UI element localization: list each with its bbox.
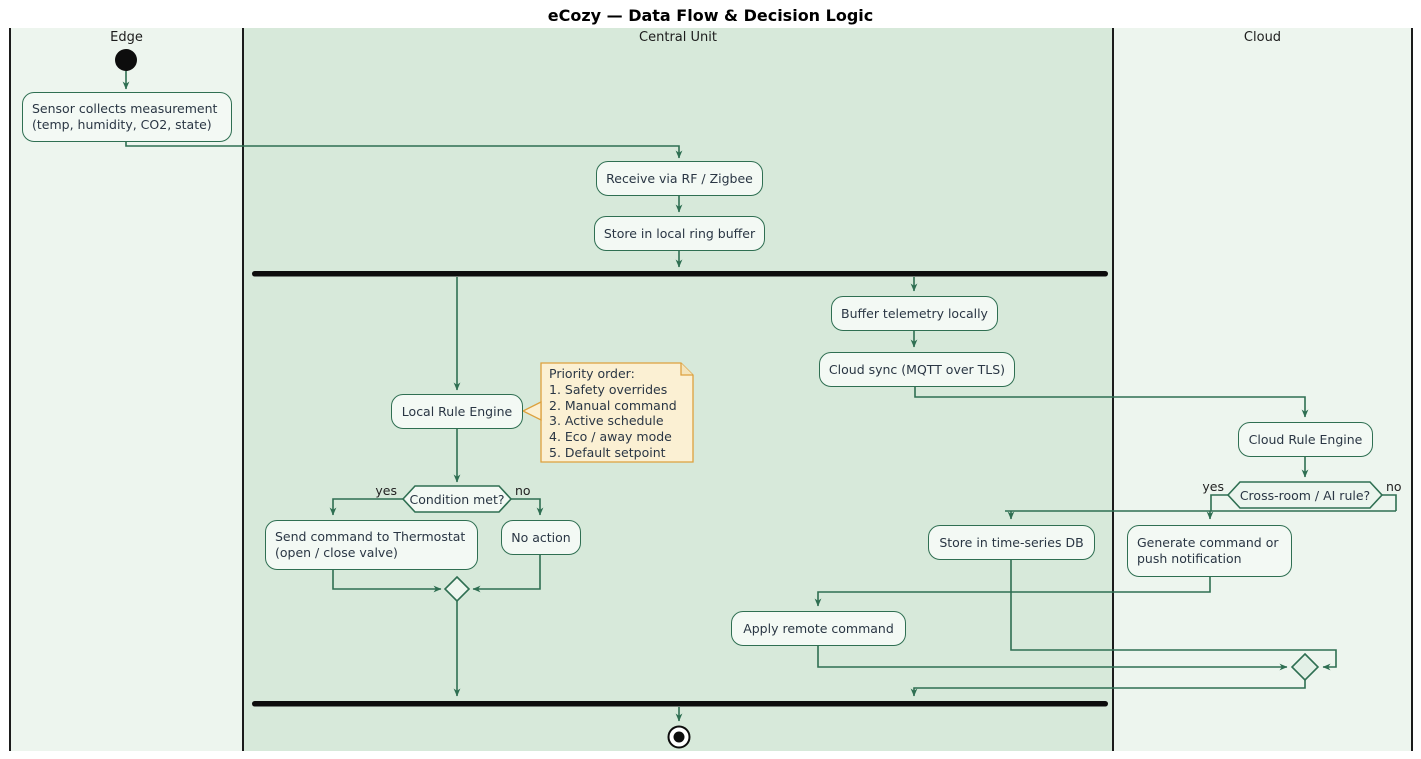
diagram-title: eCozy — Data Flow & Decision Logic xyxy=(547,6,874,25)
activity-apply-remote-command: Apply remote command xyxy=(731,611,906,646)
priority-note: Priority order: 1. Safety overrides 2. M… xyxy=(549,366,677,461)
arrow-condition-yes-to-send xyxy=(329,498,403,516)
fork-bar xyxy=(252,271,1108,277)
activity-sensor-line2: (temp, humidity, CO2, state) xyxy=(32,117,212,132)
decision-crossroom-question: Cross-room / AI rule? xyxy=(1239,487,1371,503)
activity-cloud-sync: Cloud sync (MQTT over TLS) xyxy=(819,352,1015,387)
merge-diamond-right xyxy=(1290,652,1320,682)
activity-buffer-telemetry-label: Buffer telemetry locally xyxy=(841,305,988,321)
note-fold-corner xyxy=(680,363,693,376)
arrow-storedb-to-merge2 xyxy=(1010,560,1337,671)
activity-cloud-sync-label: Cloud sync (MQTT over TLS) xyxy=(828,361,1006,377)
activity-apply-remote-label: Apply remote command xyxy=(743,620,894,636)
decision-crossroom-no-label: no xyxy=(1386,479,1402,494)
merge-diamond-left xyxy=(443,575,471,603)
activity-local-rule-label: Local Rule Engine xyxy=(401,403,513,419)
activity-no-action-label: No action xyxy=(511,529,571,545)
line-crossroom-yes xyxy=(1210,494,1228,511)
arrow-noaction-to-merge xyxy=(472,555,541,593)
decision-condition-yes-label: yes xyxy=(375,483,397,498)
activity-no-action: No action xyxy=(501,520,581,555)
activity-send-command-thermostat: Send command to Thermostat (open / close… xyxy=(265,520,478,570)
lane-border-right xyxy=(1411,28,1413,751)
arrow-apply-to-merge2 xyxy=(817,646,1288,671)
join-bar xyxy=(252,701,1108,707)
activity-cloud-rule-engine: Cloud Rule Engine xyxy=(1238,422,1373,457)
activity-ring-buffer-label: Store in local ring buffer xyxy=(603,225,756,241)
activity-generate-line2: push notification xyxy=(1137,551,1242,566)
start-node xyxy=(115,49,137,71)
note-line: 2. Manual command xyxy=(549,397,677,413)
activity-generate-line1: Generate command or xyxy=(1137,535,1279,550)
flow-arrows xyxy=(122,71,1397,722)
arrow-sensor-to-receive xyxy=(125,142,683,159)
note-shape xyxy=(521,362,694,463)
lane-border-left xyxy=(9,28,11,751)
activity-receive-rf-zigbee: Receive via RF / Zigbee xyxy=(596,161,763,196)
decision-hexagon-condition xyxy=(401,485,513,513)
arrow-merge2-to-join xyxy=(910,680,1306,697)
note-line: Priority order: xyxy=(549,366,635,381)
lane-border-central-cloud xyxy=(1112,28,1114,751)
activity-receive-label: Receive via RF / Zigbee xyxy=(606,170,753,186)
activity-send-line2: (open / close valve) xyxy=(275,545,398,560)
line-crossroom-no xyxy=(1382,494,1397,511)
activity-cloud-rule-label: Cloud Rule Engine xyxy=(1248,431,1363,447)
note-pointer xyxy=(521,400,542,422)
activity-local-rule-engine: Local Rule Engine xyxy=(391,394,523,429)
note-line: 1. Safety overrides xyxy=(549,381,668,397)
activity-sensor-line1: Sensor collects measurement xyxy=(32,101,218,116)
arrow-condition-no-to-noaction xyxy=(511,498,544,516)
arrow-send-to-merge xyxy=(332,570,442,593)
decision-crossroom-yes-label: yes xyxy=(1202,479,1224,494)
lane-border-edge-central xyxy=(242,28,244,751)
decision-hexagon-crossroom xyxy=(1226,481,1384,509)
lane-label-cloud: Cloud xyxy=(1243,30,1282,45)
note-line: 5. Default setpoint xyxy=(549,444,666,460)
activity-buffer-telemetry: Buffer telemetry locally xyxy=(831,296,998,331)
lane-cloud-background xyxy=(1113,28,1412,751)
lane-edge-background xyxy=(10,28,243,751)
activity-store-ring-buffer: Store in local ring buffer xyxy=(594,216,765,251)
end-node xyxy=(667,725,691,749)
activity-store-db-label: Store in time-series DB xyxy=(939,534,1084,550)
decision-condition-no-label: no xyxy=(515,483,531,498)
activity-store-timeseries-db: Store in time-series DB xyxy=(928,525,1095,560)
activity-sensor-collects: Sensor collects measurement (temp, humid… xyxy=(22,92,232,142)
arrow-generate-to-apply xyxy=(814,577,1211,607)
lane-label-edge: Edge xyxy=(110,30,143,45)
arrow-cloudsync-to-cloudrule xyxy=(914,387,1309,418)
activity-generate-command: Generate command or push notification xyxy=(1127,525,1292,577)
activity-send-line1: Send command to Thermostat xyxy=(275,529,466,544)
note-line: 3. Active schedule xyxy=(549,413,664,429)
lane-label-central: Central Unit xyxy=(639,30,717,45)
decision-condition-question: Condition met? xyxy=(409,491,505,507)
note-line: 4. Eco / away mode xyxy=(549,429,672,445)
